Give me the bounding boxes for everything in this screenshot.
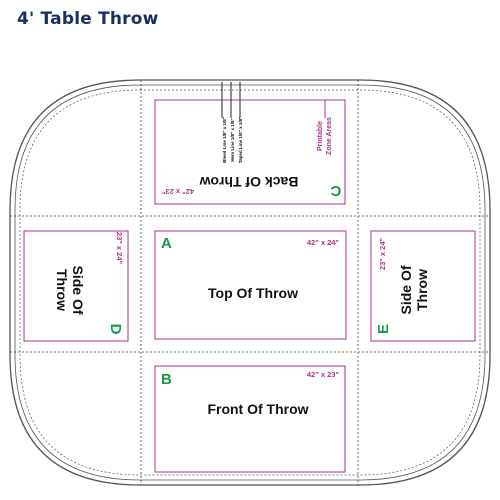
throw-hem-outline (14, 84, 486, 481)
panel-front-label: Front Of Throw (207, 401, 308, 417)
panel-back-label: Back Of Throw (199, 174, 298, 190)
panel-left-side (23, 230, 129, 342)
callout-tape-line: Taped Line 1/8" x 1/8" (238, 117, 243, 163)
panel-top (154, 230, 347, 340)
page-title: 4' Table Throw (17, 9, 159, 29)
callout-hem-line: Hem Line 1/8" x 1/8" (230, 118, 235, 161)
panel-front-dims: 42" x 23" (307, 370, 340, 379)
panel-left-dims: 23" x 24" (115, 232, 124, 265)
panel-left-label-line2: Throw (54, 269, 70, 311)
panel-top-dims: 42" x 24" (307, 238, 340, 247)
panel-right-side (370, 230, 476, 342)
panel-left-label-line1: Side Of (70, 265, 86, 314)
panel-back (154, 99, 346, 205)
panel-front (154, 365, 346, 473)
printable-zone-line2: Zone Areas (326, 117, 333, 155)
callout-bleed-line: Bleed Line 1/8" x 1/8" (222, 117, 227, 163)
panel-left-letter: D (107, 324, 124, 335)
panel-right-dims: 23" x 24" (378, 237, 387, 270)
panel-back-dims: 42" x 23" (161, 187, 194, 196)
throw-outer-outline (9, 79, 491, 486)
panel-right-letter: E (375, 324, 392, 334)
panel-back-letter: C (330, 182, 341, 199)
panel-top-label: Top Of Throw (208, 285, 298, 301)
throw-inner-outline (19, 89, 481, 476)
panel-right-label-line2: Throw (414, 269, 430, 311)
printable-zone-line1: Printable (317, 121, 324, 151)
panel-top-letter: A (161, 235, 172, 252)
panel-right-label-line1: Side Of (398, 265, 414, 314)
panel-front-letter: B (161, 371, 172, 388)
